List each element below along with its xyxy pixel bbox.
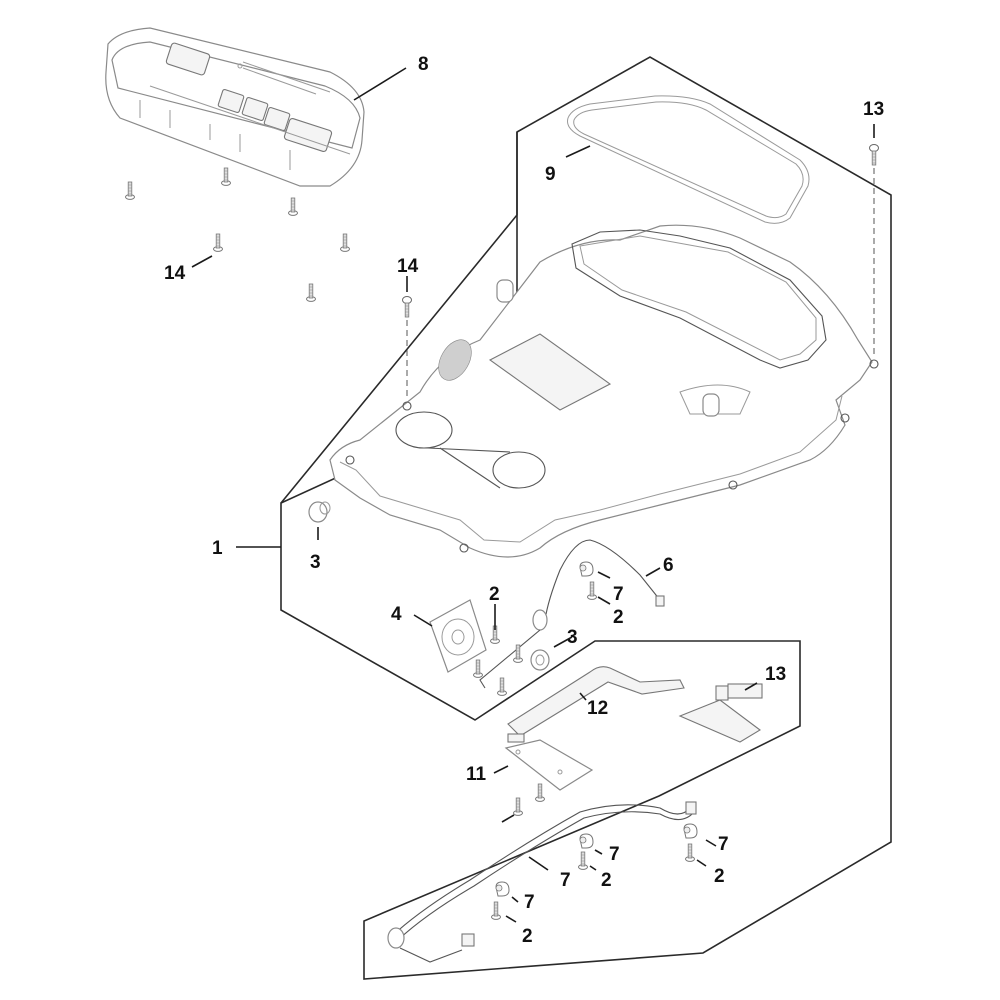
- callout-7[interactable]: 7: [609, 844, 620, 865]
- screw-2[interactable]: [497, 677, 507, 696]
- cable-clip-7[interactable]: [683, 823, 698, 839]
- connector-cable-part[interactable]: [678, 683, 763, 743]
- callout-8[interactable]: 8: [418, 54, 429, 75]
- cable-clip-7[interactable]: [579, 833, 594, 849]
- screw-2[interactable]: [491, 901, 501, 920]
- screw-14[interactable]: [288, 197, 298, 216]
- speaker-part[interactable]: [429, 599, 487, 673]
- screw-13[interactable]: [869, 144, 879, 166]
- cable-part[interactable]: [479, 539, 665, 689]
- callout-12[interactable]: 13: [765, 664, 786, 685]
- seal-part[interactable]: [567, 95, 810, 224]
- callout-7[interactable]: 7: [613, 584, 624, 605]
- callout-7[interactable]: 7: [524, 892, 535, 913]
- callout-2[interactable]: 2: [489, 584, 500, 605]
- assembly-frame-inner: [280, 132, 518, 504]
- screw-2[interactable]: [578, 851, 588, 870]
- callout-13[interactable]: 13: [863, 99, 884, 120]
- grommet-part[interactable]: [530, 649, 550, 671]
- callout-10[interactable]: 11: [466, 764, 487, 785]
- assembly-frame-main: [280, 56, 892, 980]
- callout-6[interactable]: 7: [560, 870, 571, 891]
- callout-5[interactable]: 6: [663, 555, 674, 576]
- callout-14[interactable]: 14: [164, 263, 186, 284]
- callout-2[interactable]: 2: [522, 926, 533, 947]
- leader-lines: [191, 67, 875, 923]
- ribbon-cable-part[interactable]: [507, 666, 685, 743]
- control-panel-part[interactable]: [105, 27, 365, 187]
- screw-14[interactable]: [306, 283, 316, 302]
- circuit-board-part[interactable]: [504, 739, 594, 791]
- screw-2[interactable]: [587, 581, 597, 600]
- housing-part[interactable]: [329, 224, 879, 558]
- callout-3[interactable]: 3: [567, 627, 578, 648]
- callout-4[interactable]: 4: [391, 604, 402, 625]
- screw-14[interactable]: [213, 233, 223, 252]
- screw-13[interactable]: [402, 296, 412, 318]
- plug-part[interactable]: [308, 501, 331, 523]
- callout-1[interactable]: 1: [212, 538, 223, 559]
- callout-7[interactable]: 7: [718, 834, 729, 855]
- callout-13[interactable]: 14: [397, 256, 419, 277]
- callout-2[interactable]: 2: [613, 607, 624, 628]
- callout-3[interactable]: 3: [310, 552, 321, 573]
- cable-clip-7[interactable]: [579, 561, 594, 577]
- callout-11[interactable]: 12: [587, 698, 608, 719]
- cable-clip-7[interactable]: [495, 881, 510, 897]
- screw-14[interactable]: [535, 783, 545, 802]
- screw-14[interactable]: [513, 797, 523, 816]
- callout-9[interactable]: 9: [545, 164, 556, 185]
- screw-14[interactable]: [340, 233, 350, 252]
- screw-14[interactable]: [221, 167, 231, 186]
- screw-2[interactable]: [513, 644, 523, 663]
- callout-2[interactable]: 2: [601, 870, 612, 891]
- screw-2[interactable]: [685, 843, 695, 862]
- screw-2[interactable]: [473, 659, 483, 678]
- screw-14[interactable]: [125, 181, 135, 200]
- callout-2[interactable]: 2: [714, 866, 725, 887]
- wiring-harness-part[interactable]: [387, 801, 697, 963]
